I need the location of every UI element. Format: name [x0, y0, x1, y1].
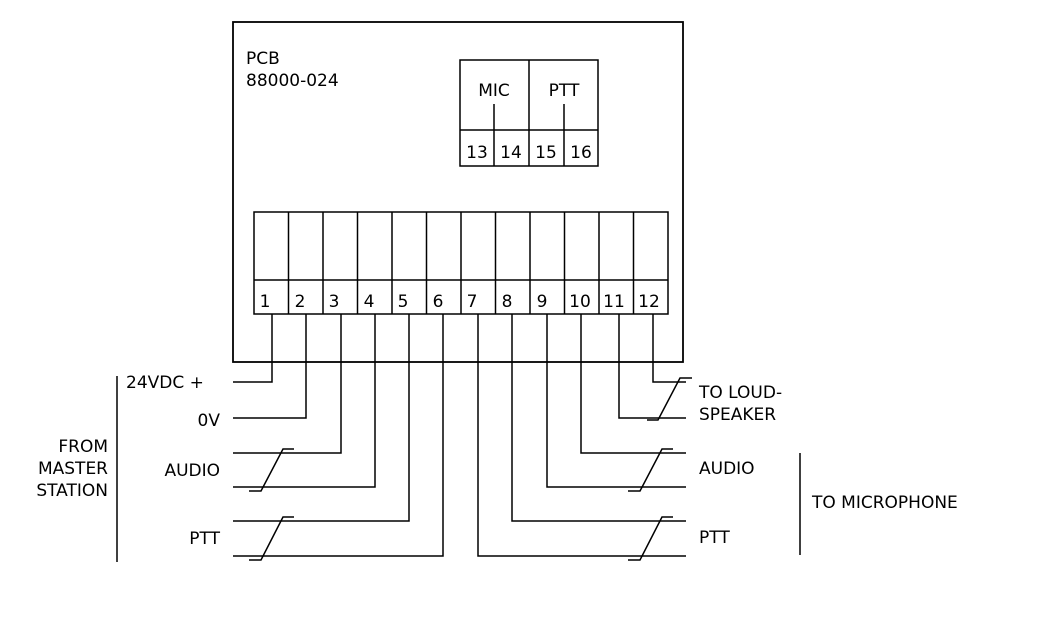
wire-mic-ptt-b: [477, 314, 686, 557]
wire-mic-audio-b: [546, 314, 686, 488]
wire-loudspeaker-a: [652, 314, 686, 383]
wire-audio-a: [233, 314, 342, 454]
terminal-number: 9: [537, 292, 548, 312]
aux-terminal-number: 13: [466, 143, 488, 163]
terminal-strip: 1 2 3 4 5 6 7 8 9 10 11 12: [253, 211, 669, 315]
label-from-master-line: FROM: [58, 437, 108, 457]
aux-terminal-number: 14: [500, 143, 522, 163]
wire-audio-b: [233, 314, 376, 488]
pcb-label: PCB: [246, 49, 280, 69]
aux-terminal-number: 15: [535, 143, 557, 163]
terminal-number: 11: [603, 292, 625, 312]
wire-24vdc: [233, 314, 273, 383]
label-audio-right: AUDIO: [699, 459, 755, 479]
twist-mark-audio-left: [249, 448, 294, 492]
label-0v: 0V: [198, 411, 221, 431]
label-from-master-line: STATION: [36, 481, 108, 501]
label-loudspeaker-line: SPEAKER: [699, 405, 776, 425]
terminal-number: 6: [433, 292, 444, 312]
wire-0v: [233, 314, 307, 419]
left-wiring: [233, 314, 444, 561]
wire-ptt-b: [233, 314, 444, 557]
terminal-number: 2: [295, 292, 306, 312]
terminal-number: 7: [467, 292, 478, 312]
terminal-number: 3: [329, 292, 340, 312]
right-wiring: [477, 314, 692, 561]
pcb-outline: [232, 21, 684, 363]
terminal-number: 4: [364, 292, 375, 312]
twist-mark-loudspeaker: [647, 377, 692, 421]
label-to-microphone: TO MICROPHONE: [811, 493, 958, 513]
twist-mark-audio-right: [628, 448, 673, 492]
twist-mark-ptt-left: [249, 516, 294, 561]
terminal-number: 5: [398, 292, 409, 312]
wire-mic-audio-a: [580, 314, 686, 454]
terminal-number: 12: [638, 292, 660, 312]
label-audio-left: AUDIO: [164, 461, 220, 481]
terminal-number: 10: [569, 292, 591, 312]
twist-mark-ptt-right: [628, 516, 673, 561]
wire-mic-ptt-a: [511, 314, 686, 522]
wire-ptt-a: [233, 314, 410, 522]
terminal-number: 1: [260, 292, 271, 312]
label-loudspeaker-line: TO LOUD-: [698, 383, 782, 403]
label-from-master-line: MASTER: [38, 459, 108, 479]
aux-terminal-number: 16: [570, 143, 592, 163]
terminal-number: 8: [502, 292, 513, 312]
aux-group-label: MIC: [478, 81, 510, 101]
label-ptt-left: PTT: [189, 529, 220, 549]
label-24vdc: 24VDC +: [126, 373, 204, 393]
pcb-part-number: 88000-024: [246, 71, 339, 91]
aux-terminal-block: MIC PTT 13 14 15 16: [459, 59, 599, 167]
aux-group-label: PTT: [549, 81, 580, 101]
wire-loudspeaker-b: [618, 314, 686, 419]
label-ptt-right: PTT: [699, 528, 730, 548]
